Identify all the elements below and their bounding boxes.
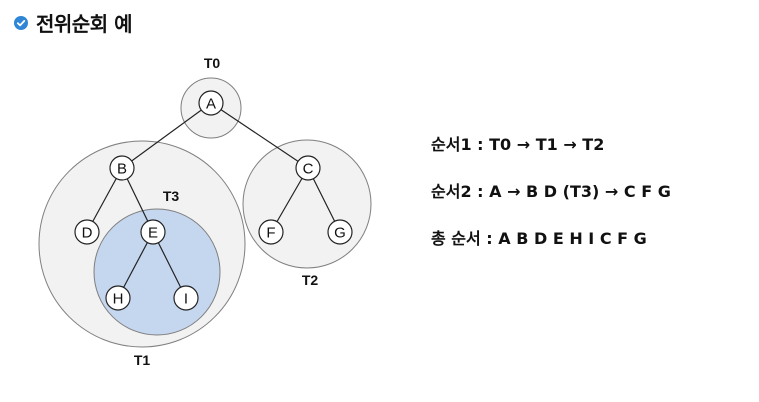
- subtree-label-t0: T0: [204, 55, 221, 71]
- subtree-label-t1: T1: [134, 352, 151, 368]
- node-e-label: E: [148, 225, 158, 242]
- node-i: I: [173, 285, 199, 311]
- subtree-label-t3: T3: [163, 188, 180, 204]
- node-c-circle: [295, 155, 321, 181]
- node-f-circle: [258, 219, 284, 245]
- order-line-total: 총 순서 : A B D E H I C F G: [431, 229, 647, 248]
- page-title-text: 전위순회 예: [36, 12, 132, 36]
- node-d-circle: [74, 219, 100, 245]
- node-f: F: [258, 219, 284, 245]
- node-i-label: I: [184, 291, 188, 308]
- node-g: G: [327, 219, 353, 245]
- edge-a-b: [121, 102, 212, 169]
- node-h: H: [105, 285, 131, 311]
- node-a: A: [198, 90, 224, 116]
- node-d-label: D: [82, 225, 93, 242]
- node-a-circle: [198, 90, 224, 116]
- traversal-order-list: 순서1 : T0 → T1 → T2 순서2 : A → B D (T3) → …: [431, 132, 671, 273]
- order-line-1: 순서1 : T0 → T1 → T2: [431, 135, 605, 154]
- node-c-label: C: [303, 161, 314, 178]
- node-f-label: F: [266, 225, 275, 242]
- node-b-label: B: [117, 161, 127, 178]
- page-title: 전위순회 예: [14, 8, 132, 37]
- subtree-label-t2: T2: [302, 272, 319, 288]
- node-h-label: H: [113, 291, 124, 308]
- node-e-circle: [140, 219, 166, 245]
- node-h-circle: [105, 285, 131, 311]
- order-line-2: 순서2 : A → B D (T3) → C F G: [431, 182, 671, 201]
- edge-a-c: [210, 102, 309, 169]
- node-d: D: [74, 219, 100, 245]
- node-b: B: [109, 155, 135, 181]
- node-g-label: G: [334, 225, 346, 242]
- check-circle-icon: [14, 15, 28, 30]
- node-a-label: A: [206, 96, 216, 113]
- node-i-circle: [173, 285, 199, 311]
- node-e: E: [140, 219, 166, 245]
- node-b-circle: [109, 155, 135, 181]
- node-c: C: [295, 155, 321, 181]
- node-g-circle: [327, 219, 353, 245]
